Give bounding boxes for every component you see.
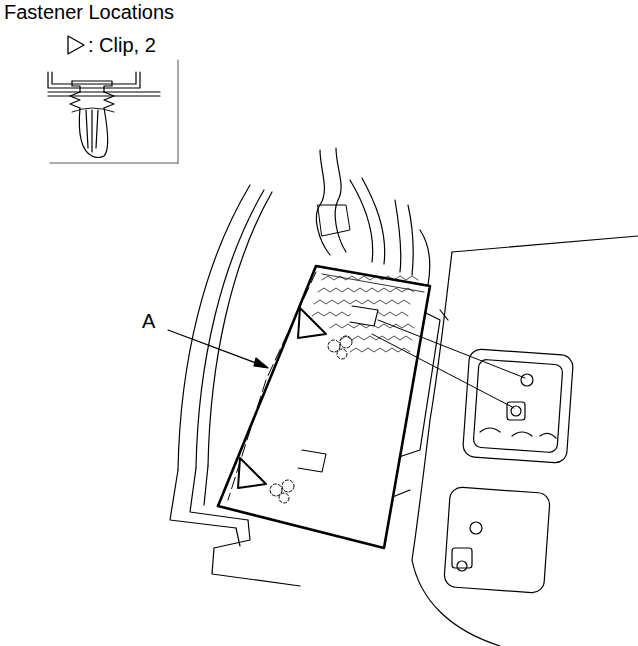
hatching <box>312 276 418 352</box>
alignment-line <box>372 320 525 408</box>
cover-panel <box>218 266 430 548</box>
clip-symbol <box>68 36 84 54</box>
inset-frame <box>50 60 178 163</box>
leader-line <box>168 330 268 368</box>
body-panel <box>412 236 638 646</box>
clip-detail <box>48 72 160 158</box>
figure-title: Fastener Locations <box>4 2 174 22</box>
legend-text: : Clip, 2 <box>88 35 156 55</box>
part-label: A <box>142 311 155 331</box>
wiring-harness <box>316 148 430 285</box>
